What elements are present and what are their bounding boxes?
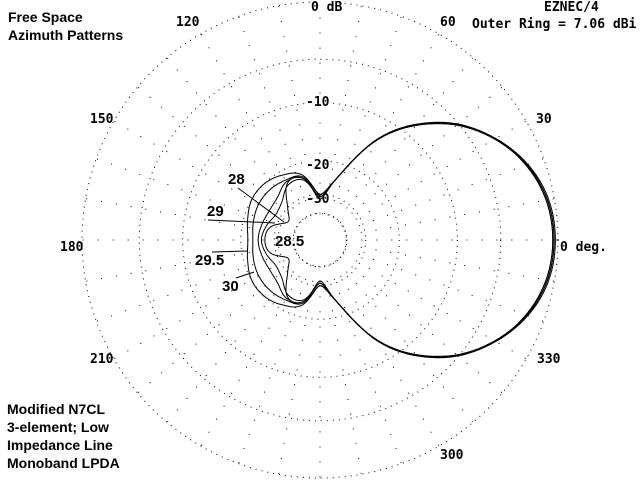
- angle-label-30: 30: [536, 112, 552, 127]
- grid-spoke: [336, 259, 474, 423]
- angle-label-300: 300: [440, 448, 464, 463]
- grid-spoke: [324, 5, 362, 215]
- grid-spoke: [324, 265, 362, 475]
- grid-spoke: [339, 256, 503, 394]
- pattern-curves: [246, 121, 556, 359]
- ring-label-0: 0 dB: [311, 0, 343, 16]
- series-leader-lines: [207, 187, 285, 279]
- grid-ring: [138, 58, 502, 422]
- grid-spoke: [200, 262, 308, 447]
- grid-spoke: [200, 33, 308, 218]
- grid-spoke: [137, 86, 301, 224]
- note-line-4: Monoband LPDA: [7, 455, 120, 471]
- grid-ring: [81, 1, 559, 479]
- grid-spoke: [344, 248, 544, 322]
- note-line-2: 3-element; Low: [7, 419, 109, 435]
- pattern-30-mhz: [246, 121, 556, 359]
- grid-ring: [182, 102, 458, 378]
- grid-spoke: [113, 120, 298, 228]
- grid-spoke: [336, 57, 474, 221]
- grid-spoke: [166, 259, 304, 423]
- leader-29: [207, 219, 276, 224]
- grid-spoke: [342, 120, 527, 228]
- ring-label-10: -10: [306, 95, 330, 111]
- note-line-1: Modified N7CL: [7, 401, 105, 417]
- grid-spoke: [345, 198, 555, 236]
- grid-spoke: [137, 256, 301, 394]
- angle-label-150: 150: [90, 112, 114, 127]
- leader-28: [237, 187, 285, 223]
- grid-spoke: [328, 16, 402, 216]
- angle-label-60: 60: [440, 15, 456, 30]
- title-line-2: Azimuth Patterns: [8, 27, 124, 43]
- grid-spoke: [85, 198, 295, 236]
- angle-label-0: 0 deg.: [560, 240, 607, 255]
- grid-spoke: [278, 5, 316, 215]
- grid-spoke: [166, 57, 304, 221]
- note-line-3: Impedance Line: [7, 437, 113, 453]
- angle-label-210: 210: [90, 352, 114, 367]
- grid-spoke: [278, 265, 316, 475]
- angle-label-120: 120: [176, 15, 200, 30]
- ring-label-30: -30: [306, 192, 330, 207]
- grid-spoke: [96, 158, 296, 232]
- title-line-1: Free Space: [8, 9, 83, 25]
- polar-grid: [81, 1, 559, 479]
- grid-spoke: [238, 16, 312, 216]
- grid-spoke: [332, 262, 440, 447]
- ring-label-20: -20: [306, 158, 330, 174]
- grid-spoke: [238, 264, 312, 464]
- pattern-29.5-mhz: [252, 122, 555, 358]
- outer-ring-label: Outer Ring = 7.06 dBi: [472, 17, 637, 32]
- grid-spoke: [113, 252, 298, 360]
- series-label-28: 28: [228, 171, 245, 188]
- leader-29.5: [211, 250, 249, 253]
- grid-spoke: [345, 244, 555, 282]
- grid-spoke: [342, 252, 527, 360]
- grid-spoke: [85, 244, 295, 282]
- series-label-29.5: 29.5: [195, 252, 225, 269]
- grid-ring: [273, 193, 367, 287]
- series-label-29: 29: [207, 203, 224, 220]
- grid-spoke: [332, 33, 440, 218]
- leader-30: [235, 271, 255, 279]
- grid-spoke: [339, 86, 503, 224]
- angle-label-330: 330: [537, 352, 561, 367]
- program-name: EZNEC/4: [544, 0, 599, 15]
- angle-label-180: 180: [60, 240, 84, 255]
- grid-spoke: [344, 158, 544, 232]
- series-label-30: 30: [222, 278, 239, 295]
- grid-spoke: [328, 264, 402, 464]
- grid-spoke: [96, 248, 296, 322]
- series-label-28.5: 28.5: [275, 233, 305, 250]
